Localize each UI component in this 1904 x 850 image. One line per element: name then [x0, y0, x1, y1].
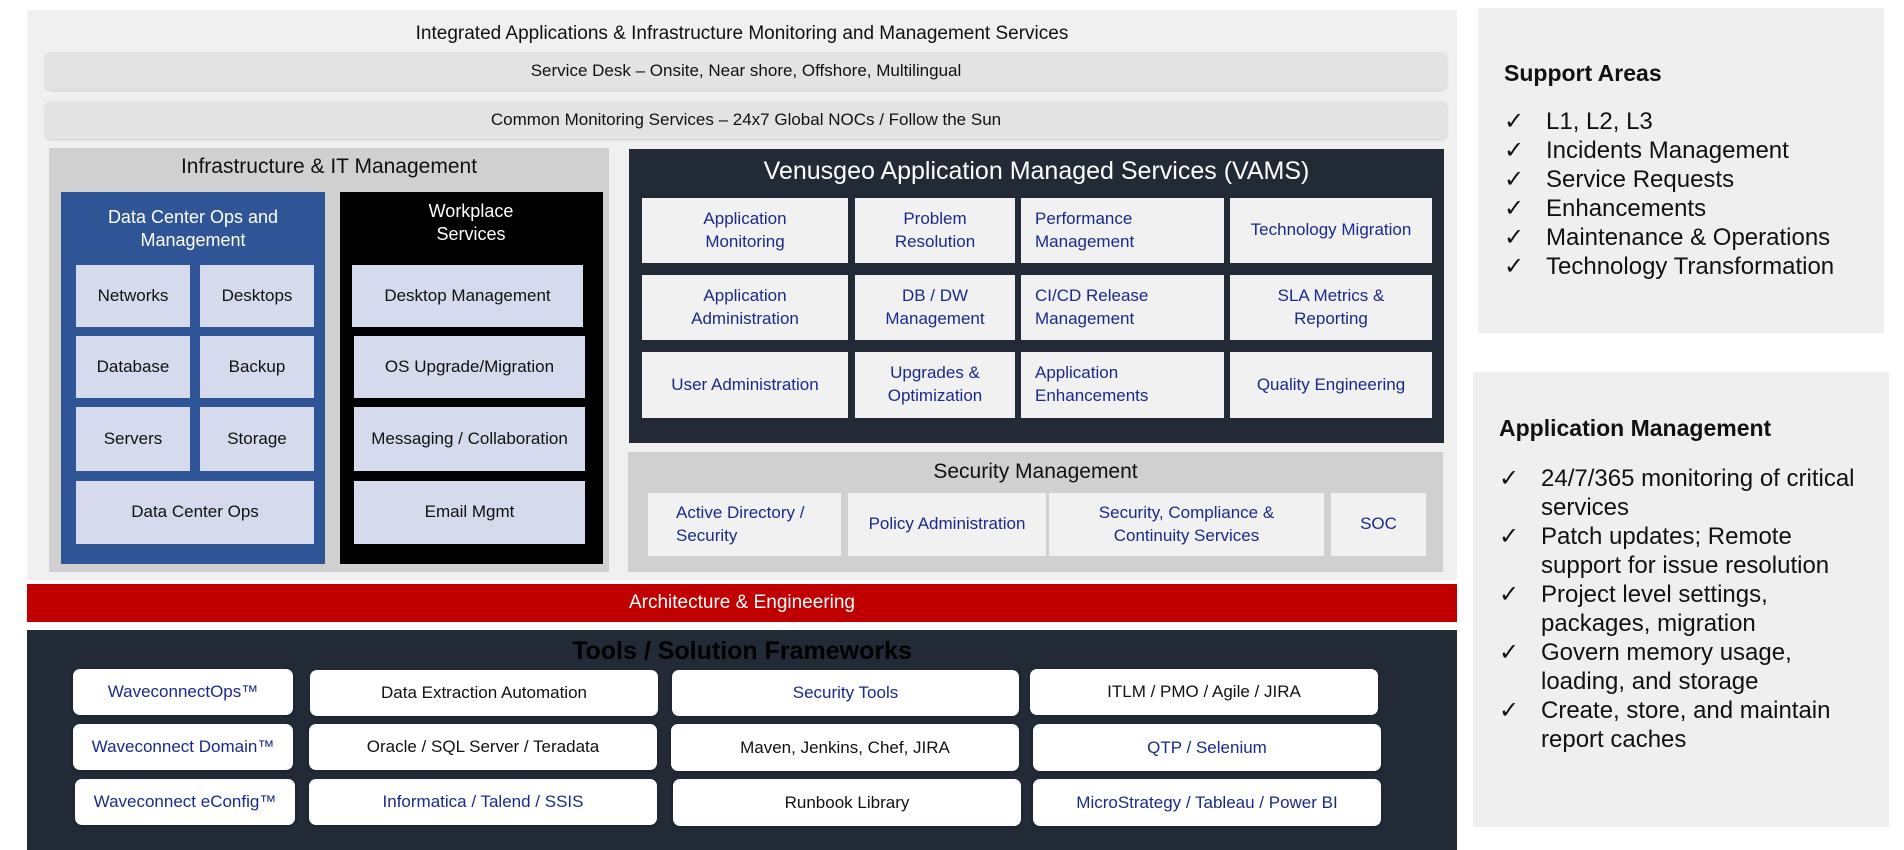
- vams-item: Technology Migration: [1230, 198, 1432, 263]
- support-areas-panel: Support Areas ✓ L1, L2, L3 ✓ Incidents Man…: [1478, 8, 1884, 333]
- vams-title: Venusgeo Application Managed Services (V…: [763, 156, 1310, 185]
- workplace-item: Email Mgmt: [354, 481, 585, 544]
- tool-item: Maven, Jenkins, Chef, JIRA: [671, 724, 1019, 771]
- dco-item: Servers: [76, 407, 190, 471]
- security-item: SOC: [1331, 493, 1426, 556]
- workplace-item: Messaging / Collaboration: [354, 407, 585, 471]
- check-icon: ✓: [1504, 166, 1525, 193]
- check-icon: ✓: [1504, 195, 1525, 222]
- app-management-item-text: 24/7/365 monitoring of critical services: [1541, 465, 1855, 521]
- dco-item: Networks: [76, 265, 190, 327]
- tools-title: Tools / Solution Frameworks: [572, 636, 912, 665]
- app-management-item: ✓ Patch updates; Remote support for issue…: [1499, 522, 1871, 580]
- support-item: ✓ Maintenance & Operations: [1504, 223, 1866, 252]
- check-icon: ✓: [1499, 465, 1520, 492]
- support-item: ✓ L1, L2, L3: [1504, 107, 1866, 136]
- vams-item: User Administration: [642, 352, 848, 418]
- vams-item: Quality Engineering: [1230, 352, 1432, 418]
- security-item: Security, Compliance & Continuity Servic…: [1049, 493, 1324, 556]
- app-management-item-text: Govern memory usage, loading, and storag…: [1541, 639, 1792, 695]
- vams-item: Upgrades & Optimization: [855, 352, 1015, 418]
- vams-item: DB / DW Management: [855, 275, 1015, 340]
- infra-title: Infrastructure & IT Management: [180, 155, 478, 178]
- dco-item: Storage: [200, 407, 314, 471]
- check-icon: ✓: [1504, 108, 1525, 135]
- tool-item: MicroStrategy / Tableau / Power BI: [1033, 779, 1381, 826]
- vams-item: Application Monitoring: [642, 198, 848, 263]
- vams-item: Performance Management: [1021, 198, 1224, 263]
- check-icon: ✓: [1504, 224, 1525, 251]
- tool-item: Waveconnect eConfig™: [75, 779, 295, 825]
- app-management-item: ✓ 24/7/365 monitoring of critical service…: [1499, 464, 1871, 522]
- app-management-panel: Application Management ✓ 24/7/365 monitor…: [1473, 372, 1889, 827]
- workplace-title: Workplace Services: [428, 200, 514, 244]
- support-areas-list: ✓ L1, L2, L3 ✓ Incidents Management ✓ Servi…: [1504, 107, 1866, 281]
- page-title: Integrated Applications & Infrastructure…: [415, 23, 1069, 44]
- support-item: ✓ Incidents Management: [1504, 136, 1866, 165]
- support-item-text: Service Requests: [1546, 166, 1735, 193]
- architecture-bar: Architecture & Engineering: [27, 584, 1457, 622]
- app-management-list: ✓ 24/7/365 monitoring of critical service…: [1499, 464, 1871, 754]
- support-item-text: L1, L2, L3: [1546, 108, 1653, 135]
- check-icon: ✓: [1499, 523, 1520, 550]
- security-title: Security Management: [933, 460, 1138, 483]
- app-management-title: Application Management: [1499, 415, 1772, 441]
- vams-item: Problem Resolution: [855, 198, 1015, 263]
- dco-title: Data Center Ops and Management: [107, 206, 279, 250]
- support-item: ✓ Technology Transformation: [1504, 252, 1866, 281]
- vams-item: Application Administration: [642, 275, 848, 340]
- vams-item: Application Enhancements: [1021, 352, 1224, 418]
- check-icon: ✓: [1499, 639, 1520, 666]
- support-item: ✓ Enhancements: [1504, 194, 1866, 223]
- tool-item: Waveconnect Domain™: [73, 724, 293, 770]
- service-desk-bar: Service Desk – Onsite, Near shore, Offsh…: [45, 52, 1447, 90]
- tool-item: WaveconnectOps™: [73, 669, 293, 715]
- check-icon: ✓: [1499, 697, 1520, 724]
- support-item-text: Enhancements: [1546, 195, 1707, 222]
- workplace-item: Desktop Management: [352, 265, 583, 327]
- support-item: ✓ Service Requests: [1504, 165, 1866, 194]
- dco-item: Backup: [200, 336, 314, 398]
- dco-item: Desktops: [200, 265, 314, 327]
- support-item-text: Incidents Management: [1546, 137, 1789, 164]
- vams-item: SLA Metrics & Reporting: [1230, 275, 1432, 340]
- tool-item: QTP / Selenium: [1033, 724, 1381, 771]
- check-icon: ✓: [1504, 137, 1525, 164]
- check-icon: ✓: [1499, 581, 1520, 608]
- security-item: Policy Administration: [848, 493, 1046, 556]
- tool-item: Informatica / Talend / SSIS: [309, 779, 657, 825]
- tool-item: Data Extraction Automation: [310, 670, 658, 716]
- tool-item: Oracle / SQL Server / Teradata: [309, 724, 657, 770]
- app-management-item-text: Project level settings, packages, migrat…: [1541, 581, 1768, 637]
- app-management-item-text: Patch updates; Remote support for issue …: [1541, 523, 1830, 579]
- support-areas-title: Support Areas: [1504, 60, 1662, 86]
- vams-item: CI/CD Release Management: [1021, 275, 1224, 340]
- workplace-item: OS Upgrade/Migration: [354, 336, 585, 398]
- tool-item: Security Tools: [672, 670, 1019, 716]
- check-icon: ✓: [1504, 253, 1525, 280]
- support-item-text: Technology Transformation: [1546, 253, 1835, 280]
- support-item-text: Maintenance & Operations: [1546, 224, 1831, 251]
- app-management-item: ✓ Create, store, and maintain report cach…: [1499, 696, 1871, 754]
- security-item: Active Directory / Security: [648, 493, 841, 556]
- app-management-item: ✓ Project level settings, packages, migra…: [1499, 580, 1871, 638]
- app-management-item: ✓ Govern memory usage, loading, and stora…: [1499, 638, 1871, 696]
- monitoring-bar: Common Monitoring Services – 24x7 Global…: [45, 101, 1447, 139]
- tool-item: Runbook Library: [673, 779, 1021, 826]
- dco-item: Database: [76, 336, 190, 398]
- app-management-item-text: Create, store, and maintain report cache…: [1541, 697, 1831, 753]
- dco-footer: Data Center Ops: [76, 481, 314, 544]
- tool-item: ITLM / PMO / Agile / JIRA: [1030, 669, 1378, 715]
